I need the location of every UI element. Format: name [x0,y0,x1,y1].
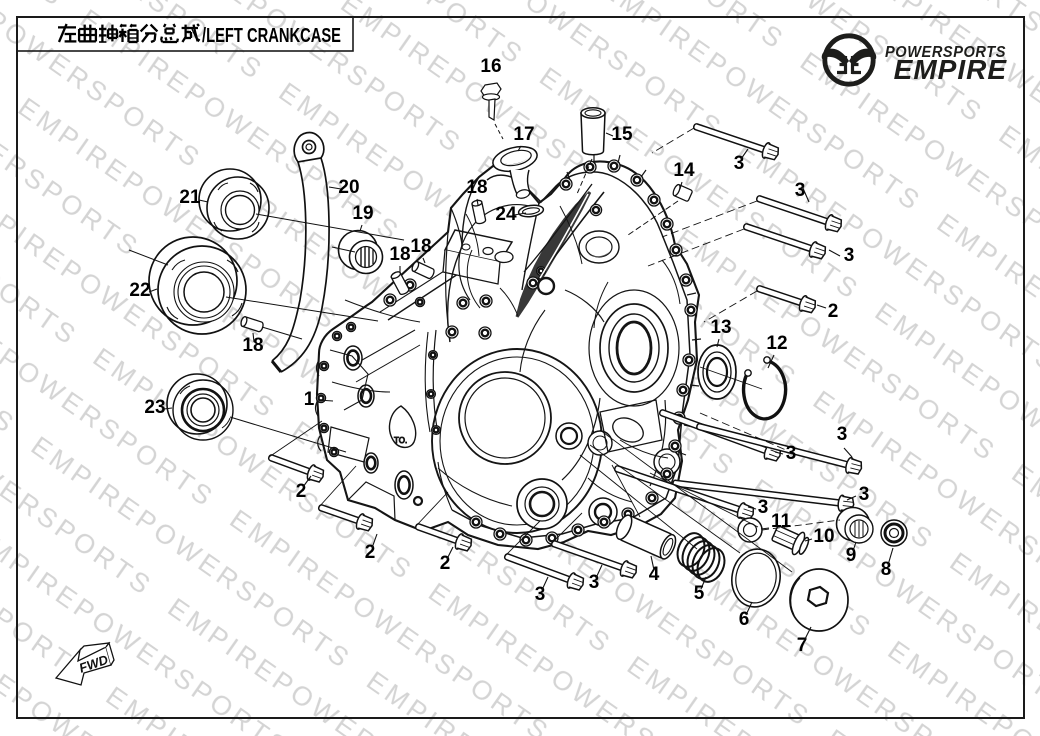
svg-text:3: 3 [535,584,546,605]
svg-text:3: 3 [734,153,745,174]
svg-text:7: 7 [797,635,808,656]
svg-text:13: 13 [710,317,731,338]
svg-text:18: 18 [389,244,410,265]
svg-text:9: 9 [846,545,857,566]
svg-text:2: 2 [296,481,307,502]
svg-text:24: 24 [495,204,517,225]
svg-text:23: 23 [144,397,165,418]
svg-text:18: 18 [410,236,431,257]
svg-text:18: 18 [466,177,487,198]
svg-text:12: 12 [766,333,787,354]
svg-text:EMPIRE: EMPIRE [894,54,1008,85]
svg-text:/LEFT CRANKCASE: /LEFT CRANKCASE [202,25,341,47]
svg-text:22: 22 [129,280,150,301]
svg-text:8: 8 [881,559,892,580]
svg-text:3: 3 [795,180,806,201]
svg-text:3: 3 [589,572,600,593]
svg-text:3: 3 [786,443,797,464]
svg-text:21: 21 [179,187,201,208]
svg-text:2: 2 [440,553,451,574]
svg-text:2: 2 [828,301,839,322]
svg-text:14: 14 [673,160,695,181]
svg-text:3: 3 [837,424,848,445]
svg-text:3: 3 [859,484,870,505]
svg-text:1: 1 [304,389,315,410]
svg-text:16: 16 [480,56,501,77]
svg-text:6: 6 [739,609,750,630]
svg-text:POWERSPORTS: POWERSPORTS [885,44,1006,61]
svg-text:10: 10 [813,526,834,547]
svg-text:20: 20 [338,177,359,198]
svg-text:TO.: TO. [394,436,407,445]
svg-text:17: 17 [513,124,534,145]
svg-text:18: 18 [242,335,263,356]
svg-text:5: 5 [694,583,705,604]
svg-text:2: 2 [365,542,376,563]
svg-text:3: 3 [844,245,855,266]
svg-text:15: 15 [611,124,633,145]
svg-text:3: 3 [758,497,769,518]
svg-text:19: 19 [352,203,373,224]
svg-text:11: 11 [771,511,792,532]
svg-text:4: 4 [649,564,660,585]
